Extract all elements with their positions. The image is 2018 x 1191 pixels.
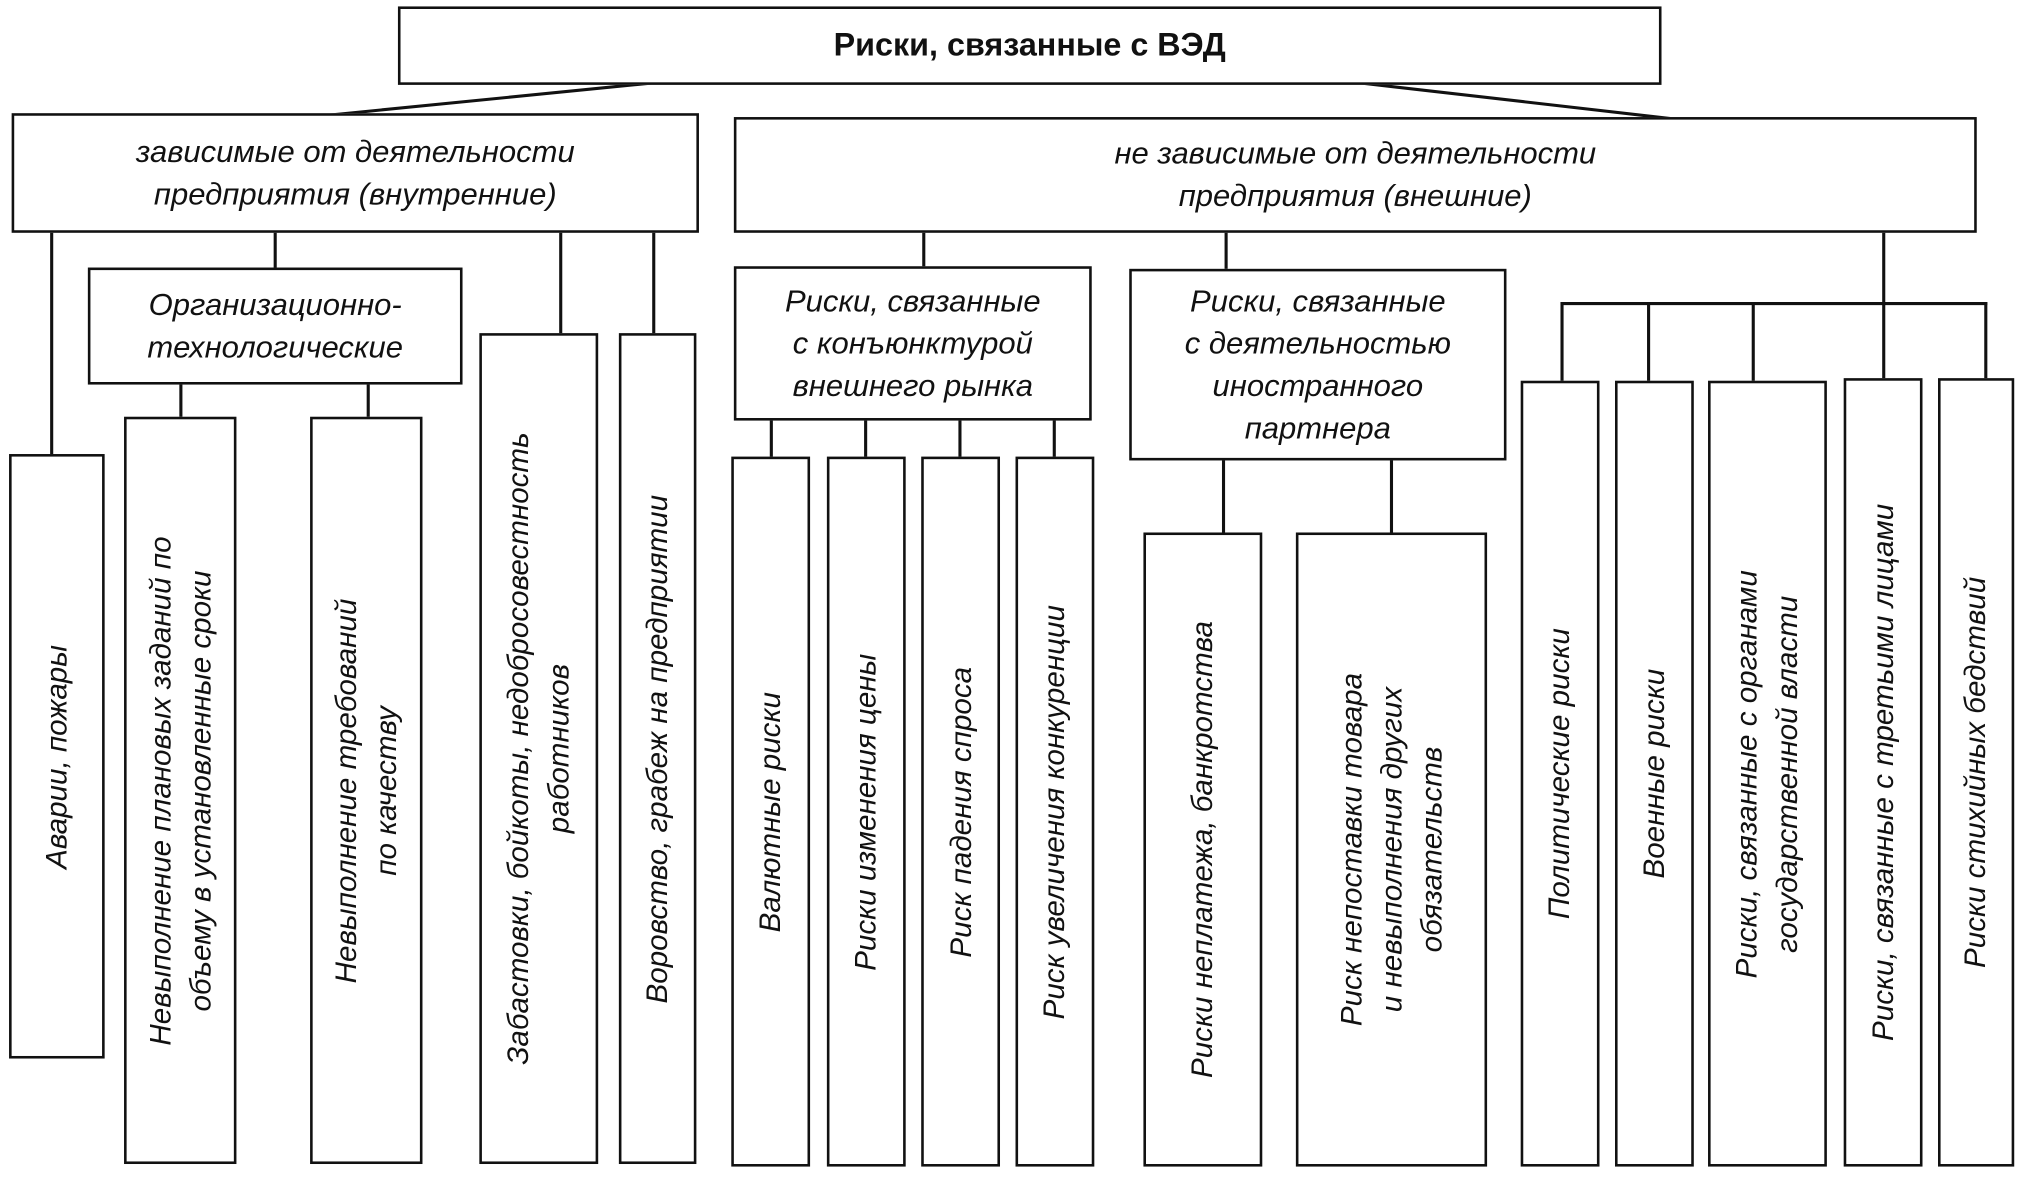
root-title-box: Риски, связанные с ВЭД: [397, 6, 1662, 85]
leaf-label-theft: Воровство, грабеж на предприятии: [640, 494, 674, 1003]
leaf-box-third-party-risks: Риски, связанные с третьими лицами: [1843, 378, 1923, 1167]
leaf-box-quality-failure: Невыполнение требований по качеству: [310, 416, 423, 1165]
leaf-box-military-risks: Военные риски: [1615, 380, 1694, 1167]
external-risks-label: не зависимые от деятельности предприятия…: [1114, 136, 1597, 214]
leaf-box-currency-risks: Валютные риски: [731, 456, 811, 1167]
org-tech-risks-label: Организационно- технологические: [147, 287, 404, 365]
connector-line: [321, 79, 674, 118]
partner-risks-box: Риски, связанные с деятельностью иностра…: [1129, 268, 1507, 461]
leaf-box-theft: Воровство, грабеж на предприятии: [618, 333, 697, 1165]
market-risks-label: Риски, связанные с конъюнктурой внешнего…: [784, 283, 1041, 404]
leaf-label-nonpayment: Риски неплатежа, банкротства: [1185, 621, 1220, 1079]
leaf-label-plan-failure: Невыполнение плановых заданий по объему …: [142, 535, 217, 1045]
org-tech-risks-box: Организационно- технологические: [87, 267, 463, 385]
leaf-label-competition-growth: Риск увеличения конкуренции: [1037, 604, 1072, 1019]
leaf-box-plan-failure: Невыполнение плановых заданий по объему …: [124, 416, 237, 1165]
market-risks-box: Риски, связанные с конъюнктурой внешнего…: [733, 266, 1092, 421]
leaf-label-strikes: Забастовки, бойкоты, недобросовестность …: [501, 432, 575, 1065]
leaf-box-competition-growth: Риск увеличения конкуренции: [1015, 456, 1095, 1167]
leaf-box-strikes: Забастовки, бойкоты, недобросовестность …: [479, 333, 599, 1165]
leaf-label-military-risks: Военные риски: [1636, 668, 1671, 879]
leaf-box-political-risks: Политические риски: [1520, 380, 1600, 1167]
partner-risks-label: Риски, связанные с деятельностью иностра…: [1184, 283, 1451, 446]
leaf-label-third-party-risks: Риски, связанные с третьими лицами: [1865, 503, 1900, 1041]
leaf-box-price-change: Риски изменения цены: [826, 456, 906, 1167]
leaf-box-government-risks: Риски, связанные с органами государствен…: [1708, 380, 1827, 1167]
leaf-label-quality-failure: Невыполнение требований по качеству: [328, 598, 403, 983]
leaf-box-nonpayment: Риски неплатежа, банкротства: [1143, 532, 1263, 1167]
leaf-label-accidents: Аварии, пожары: [39, 644, 73, 869]
leaf-label-currency-risks: Валютные риски: [753, 691, 787, 932]
leaf-label-nondelivery: Риск непоставки товара и невыполнения др…: [1333, 672, 1448, 1027]
connector-line: [1341, 79, 1682, 122]
root-title: Риски, связанные с ВЭД: [833, 27, 1226, 64]
leaf-label-government-risks: Риски, связанные с органами государствен…: [1729, 569, 1804, 978]
internal-risks-box: зависимые от деятельности предприятия (в…: [11, 113, 699, 233]
leaf-label-natural-disaster-risks: Риски стихийных бедствий: [1958, 576, 1993, 968]
external-risks-box: не зависимые от деятельности предприятия…: [733, 117, 1977, 233]
leaf-box-natural-disaster-risks: Риски стихийных бедствий: [1938, 378, 2015, 1167]
leaf-label-political-risks: Политические риски: [1542, 628, 1577, 920]
leaf-label-demand-drop: Риск падения спроса: [943, 666, 977, 957]
internal-risks-label: зависимые от деятельности предприятия (в…: [135, 134, 575, 212]
leaf-box-nondelivery: Риск непоставки товара и невыполнения др…: [1295, 532, 1488, 1167]
leaf-box-demand-drop: Риск падения спроса: [921, 456, 1001, 1167]
leaf-label-price-change: Риски изменения цены: [848, 653, 883, 971]
leaf-box-accidents: Аварии, пожары: [9, 454, 105, 1059]
